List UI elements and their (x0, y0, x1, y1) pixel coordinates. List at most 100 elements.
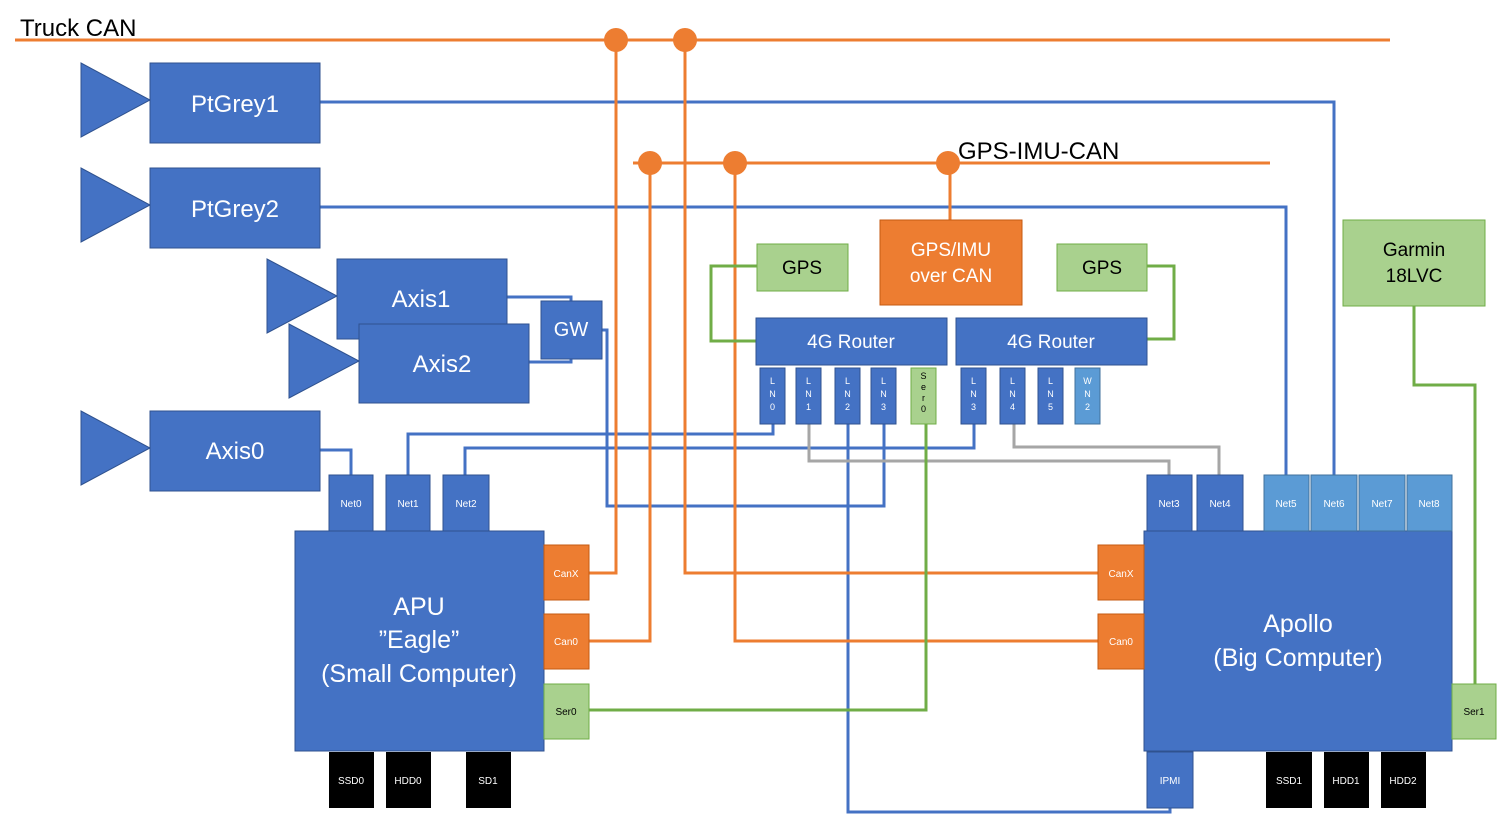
junction-dots (604, 28, 960, 175)
router-port-char: 3 (881, 402, 886, 412)
svg-text:Ser0: Ser0 (555, 707, 577, 718)
svg-text:CanX: CanX (1108, 569, 1133, 580)
apollo-hdd1-drive: HDD1 (1324, 752, 1369, 808)
apollo-net3-port: Net3 (1146, 474, 1193, 532)
wire-net1-ln0 (406, 424, 775, 475)
wire-ptgrey2-net5 (320, 205, 1288, 475)
blue-wires (320, 100, 1336, 814)
router-port-char: L (1048, 376, 1053, 386)
garmin-line2: 18LVC (1386, 266, 1443, 287)
router-port-char: L (845, 376, 850, 386)
apu-computer: APU ”Eagle” (Small Computer) (294, 530, 545, 752)
wire-ptgrey1-net6 (320, 100, 1336, 475)
svg-text:SSD1: SSD1 (1276, 776, 1303, 787)
apollo-title-line2: (Big Computer) (1213, 644, 1383, 672)
router-left-label: 4G Router (807, 332, 895, 353)
apollo-net7-port: Net7 (1358, 474, 1406, 532)
svg-text:Net2: Net2 (455, 499, 477, 510)
ptgrey1-label: PtGrey1 (191, 91, 279, 118)
apu-title-line1: APU (393, 593, 444, 621)
apollo-hdd2-drive: HDD2 (1381, 752, 1426, 808)
router-port-char: N (970, 389, 977, 399)
axis2-label: Axis2 (413, 351, 472, 378)
router-port-char: S (920, 371, 926, 381)
wire-axis2-gw (529, 359, 573, 364)
apollo-can0-port: Can0 (1097, 613, 1145, 670)
apu-canx-port: CanX (543, 544, 590, 601)
svg-text:Net1: Net1 (397, 499, 419, 510)
camera-lens-icon (266, 258, 339, 334)
wire-net2-rln3 (463, 424, 976, 475)
router-port-char: N (1009, 389, 1016, 399)
orange-wires (589, 40, 1098, 643)
camera-ptgrey1: PtGrey1 (80, 62, 321, 144)
svg-text:Can0: Can0 (1109, 637, 1133, 648)
router-port-char: W (1083, 376, 1092, 386)
junction-dot (638, 151, 662, 175)
svg-text:IPMI: IPMI (1160, 776, 1181, 787)
router-port-char: N (1084, 389, 1091, 399)
router-port: LN3 (960, 367, 987, 425)
wire-axis0-net0 (320, 448, 353, 475)
gray-wires (807, 424, 1221, 475)
wire-truckcan-apu-canx (589, 40, 618, 575)
svg-text:HDD0: HDD0 (394, 776, 422, 787)
router-port-char: 4 (1010, 402, 1015, 412)
wire-ln2-ipmi (846, 424, 1172, 814)
wire-ln1-net3 (807, 424, 1171, 475)
apollo-ipmi-port: IPMI (1146, 751, 1194, 809)
router-port-char: L (971, 376, 976, 386)
junction-dot (723, 151, 747, 175)
ptgrey2-label: PtGrey2 (191, 196, 279, 223)
router-port-char: N (844, 389, 851, 399)
gps-imu-over-can: GPS/IMU over CAN (879, 219, 1023, 306)
wire-truckcan-apollo-canx (683, 40, 1098, 575)
router-port-char: e (921, 382, 926, 392)
router-left: 4G Router (755, 317, 948, 366)
camera-lens-icon (80, 410, 152, 486)
gps-imu-line1: GPS/IMU (911, 240, 991, 261)
svg-text:SD1: SD1 (478, 776, 498, 787)
apu-net0-port: Net0 (328, 474, 374, 532)
wire-ser0-apu-ser0 (589, 424, 928, 712)
axis0-label: Axis0 (206, 438, 265, 465)
wire-axis1-gw (507, 295, 573, 301)
apu-title-line2: ”Eagle” (379, 626, 460, 654)
camera-lens-icon (80, 62, 152, 138)
router-port-char: L (1010, 376, 1015, 386)
wire-rln4-net4 (1012, 424, 1221, 475)
svg-text:HDD2: HDD2 (1389, 776, 1417, 787)
router-port: LN1 (795, 367, 822, 425)
router-port-char: N (880, 389, 887, 399)
gps-left-label: GPS (782, 258, 822, 279)
gw-label: GW (554, 319, 589, 341)
apollo-net5-port: Net5 (1263, 474, 1310, 532)
apu-ssd0-drive: SSD0 (329, 752, 374, 808)
wire-garmin-ser1 (1412, 306, 1477, 684)
truck-can-label: Truck CAN (20, 15, 136, 42)
router-port: LN0 (759, 367, 786, 425)
camera-lens-icon (80, 167, 152, 243)
apollo-ser1-port: Ser1 (1451, 683, 1497, 740)
svg-text:Net6: Net6 (1323, 499, 1345, 510)
gps-right-label: GPS (1082, 258, 1122, 279)
svg-text:CanX: CanX (553, 569, 578, 580)
green-wires (589, 264, 1477, 712)
wire-gps-left-router (709, 264, 757, 343)
axis1-label: Axis1 (392, 286, 451, 313)
router-port-char: 2 (1085, 402, 1090, 412)
junction-dot (936, 151, 960, 175)
router-port: LN 3 (870, 367, 897, 425)
wire-gw-ln3 (602, 328, 886, 508)
router-port: LN 4 (999, 367, 1026, 425)
router-port-char: L (881, 376, 886, 386)
router-port: LN5 (1037, 367, 1064, 425)
junction-dot (604, 28, 628, 52)
svg-text:HDD1: HDD1 (1332, 776, 1360, 787)
apollo-title-line1: Apollo (1263, 610, 1333, 638)
router-port-char: N (805, 389, 812, 399)
apollo-net6-port: Net6 (1310, 474, 1358, 532)
junction-dot (673, 28, 697, 52)
